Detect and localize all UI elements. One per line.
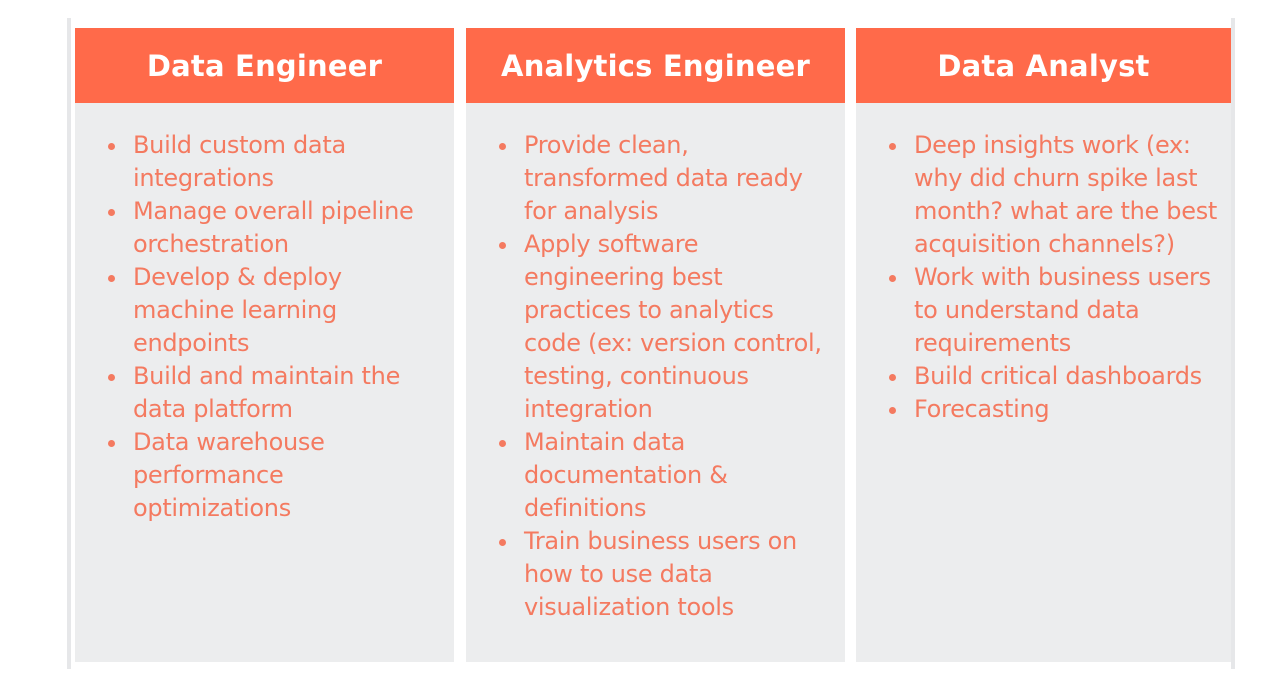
- list-item: Work with business users to understand d…: [889, 261, 1219, 360]
- right-border: [1231, 18, 1235, 669]
- column-data-analyst: Data Analyst Deep insights work (ex: why…: [856, 28, 1231, 662]
- list-item: Data warehouse performance optimizations: [108, 426, 433, 525]
- list-item: Build and maintain the data platform: [108, 360, 433, 426]
- list-item: Maintain data documentation & definition…: [499, 426, 834, 525]
- list-item: Develop & deploy machine learning endpoi…: [108, 261, 433, 360]
- responsibility-list: Provide clean, transformed data ready fo…: [466, 103, 834, 624]
- left-border: [67, 18, 71, 669]
- list-item: Deep insights work (ex: why did churn sp…: [889, 129, 1219, 261]
- column-title: Analytics Engineer: [466, 28, 845, 103]
- list-item: Forecasting: [889, 393, 1219, 426]
- list-item: Build critical dashboards: [889, 360, 1219, 393]
- column-analytics-engineer: Analytics Engineer Provide clean, transf…: [466, 28, 845, 662]
- column-title: Data Engineer: [75, 28, 454, 103]
- column-title: Data Analyst: [856, 28, 1231, 103]
- list-item: Provide clean, transformed data ready fo…: [499, 129, 834, 228]
- list-item: Build custom data integrations: [108, 129, 433, 195]
- responsibility-list: Deep insights work (ex: why did churn sp…: [856, 103, 1219, 426]
- list-item: Apply software engineering best practice…: [499, 228, 834, 426]
- list-item: Manage overall pipeline orchestration: [108, 195, 433, 261]
- list-item: Train business users on how to use data …: [499, 525, 834, 624]
- column-data-engineer: Data Engineer Build custom data integrat…: [75, 28, 454, 662]
- responsibility-list: Build custom data integrations Manage ov…: [75, 103, 433, 525]
